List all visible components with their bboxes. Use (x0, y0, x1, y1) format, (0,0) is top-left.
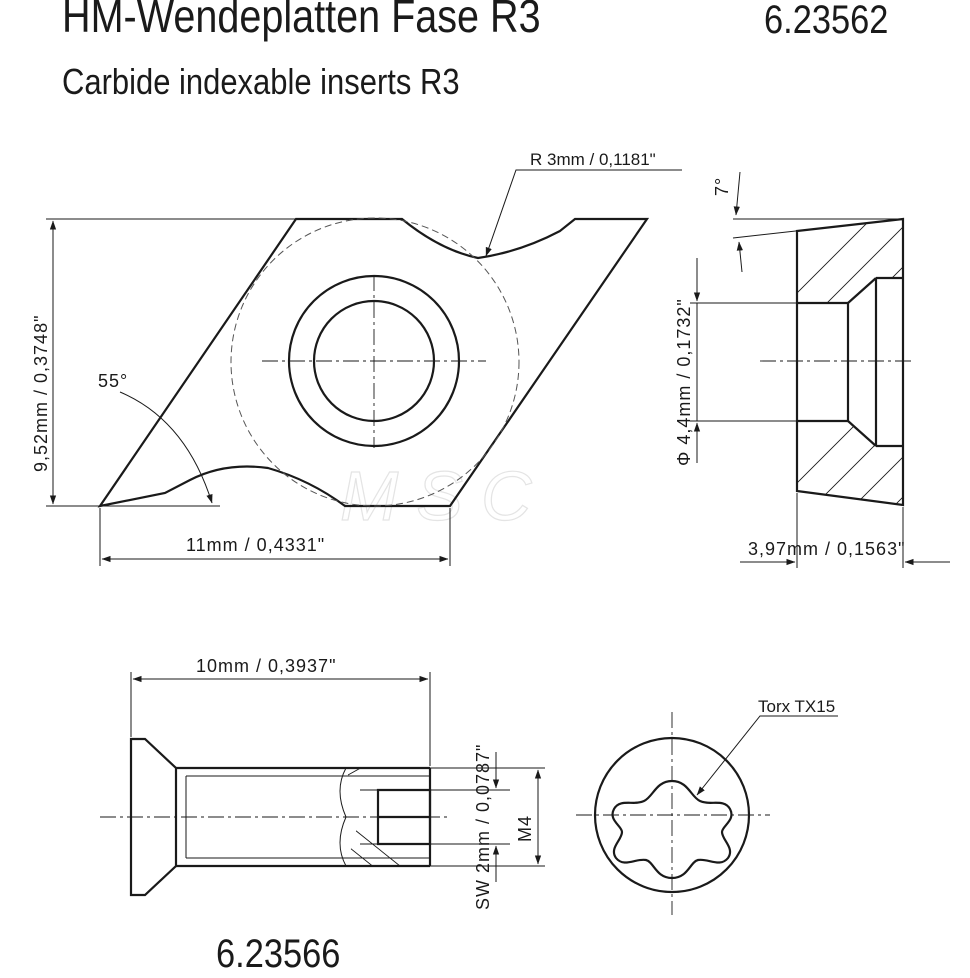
hex-key-label: SW 2mm / 0,0787" (473, 744, 493, 910)
watermark-text: MSC (340, 457, 550, 535)
thread-label: M4 (515, 815, 535, 842)
insert-thickness-label: 3,97mm / 0,1563" (748, 539, 905, 559)
insert-width-label: 11mm / 0,4331" (186, 535, 325, 555)
screw-length-label: 10mm / 0,3937" (196, 656, 336, 676)
clearance-angle-label: 7° (712, 177, 732, 196)
page-title: HM-Wendeplatten Fase R3 (62, 0, 541, 42)
screw-article-number: 6.23566 (216, 932, 341, 976)
insert-top-view (46, 169, 682, 566)
insert-height-label: 9,52mm / 0,3748" (31, 315, 51, 472)
insert-section-view (690, 171, 950, 568)
article-number: 6.23562 (764, 0, 889, 42)
page-subtitle: Carbide indexable inserts R3 (62, 61, 460, 102)
angle-label: 55° (98, 371, 128, 391)
screw-side-view (100, 672, 545, 897)
screw-head-view (576, 712, 838, 915)
torx-drive-label: Torx TX15 (758, 697, 835, 716)
corner-radius-label: R 3mm / 0,1181" (530, 150, 656, 169)
hole-diameter-label: Φ 4,4mm / 0,1732" (674, 298, 694, 466)
